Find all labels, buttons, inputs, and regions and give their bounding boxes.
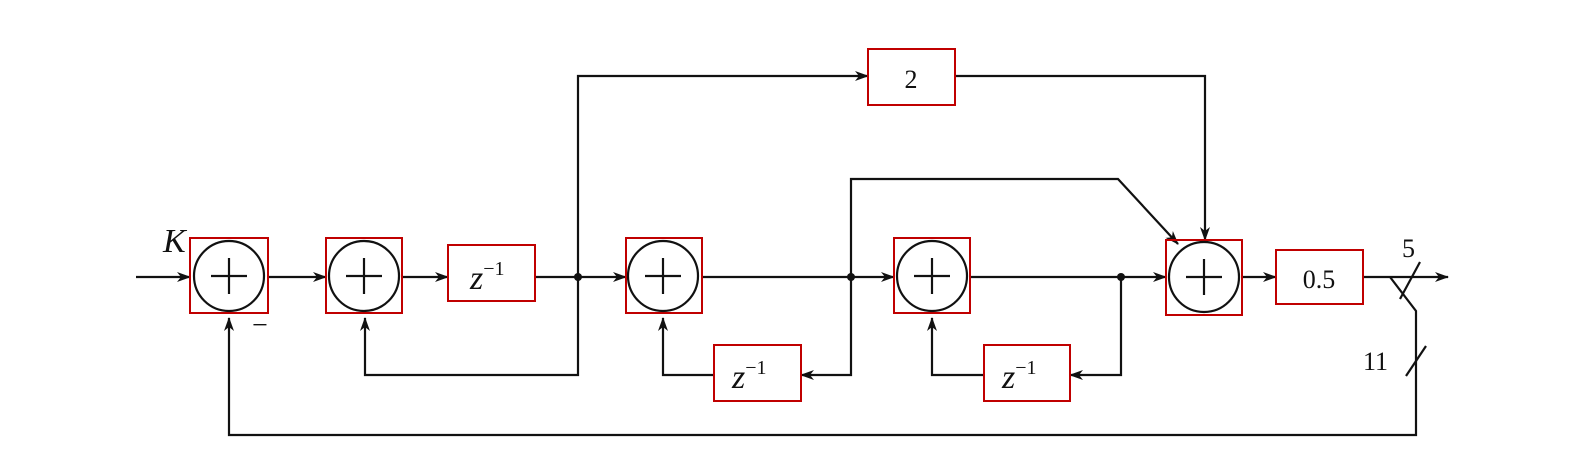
summing-junction-3 <box>625 237 703 314</box>
gain-block-output: 0.5 <box>1275 249 1364 305</box>
delay-block-feedback-3: z−1 <box>983 344 1071 402</box>
wire-delay3-sum4 <box>927 317 984 377</box>
wire-node2-delay2 <box>800 277 853 380</box>
junction-node-2 <box>847 273 855 281</box>
svg-text:z−1: z−1 <box>469 258 505 297</box>
delay-fb2-exp: −1 <box>745 357 766 379</box>
feedback-wire-sum2 <box>360 277 580 377</box>
delay-fb3-base: z <box>1001 359 1015 396</box>
output-bus-width-label: 5 <box>1402 234 1415 263</box>
junction-node-1 <box>574 273 582 281</box>
input-label: K <box>162 223 188 260</box>
gain-out-label: 0.5 <box>1303 265 1336 294</box>
wire-node3-delay3 <box>1069 277 1123 380</box>
summing-junction-1 <box>189 237 269 314</box>
feedback-bus-width-label: 11 <box>1363 347 1388 376</box>
output-bus-slash <box>1399 261 1421 300</box>
summing-junction-4 <box>893 237 971 314</box>
junction-node-3 <box>1117 273 1125 281</box>
summing-junction-2 <box>325 237 403 314</box>
wire-to-gain2 <box>576 71 869 277</box>
gain-top-label: 2 <box>905 65 918 94</box>
summing-junction-5 <box>1165 239 1243 316</box>
delay-fb3-exp: −1 <box>1015 357 1036 379</box>
delay-block-forward: z−1 <box>447 244 536 302</box>
delay-forward-exp: −1 <box>483 258 504 280</box>
outer-feedback-wire <box>224 276 1418 437</box>
delay-fb2-base: z <box>731 359 745 396</box>
delay-block-feedback-2: z−1 <box>713 344 802 402</box>
delay-forward-base: z <box>469 260 483 297</box>
wire-gain2-sum5 <box>955 74 1210 241</box>
minus-sign: − <box>252 310 268 341</box>
svg-text:z−1: z−1 <box>731 357 767 396</box>
wire-delay2-sum3 <box>658 317 714 377</box>
gain-block-top: 2 <box>867 48 956 106</box>
wire-node2-sum5 <box>849 177 1179 277</box>
svg-text:z−1: z−1 <box>1001 357 1037 396</box>
feedback-bus-slash <box>1405 345 1427 377</box>
